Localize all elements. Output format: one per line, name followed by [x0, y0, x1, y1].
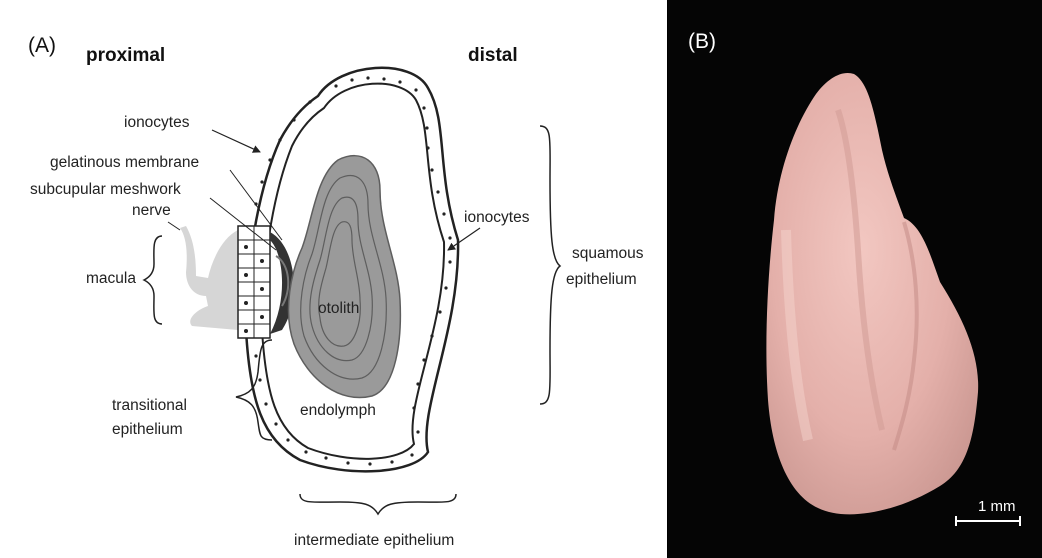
leader-nerve — [168, 222, 180, 230]
label-nerve: nerve — [132, 202, 171, 219]
arrow-ionocytes-top — [212, 130, 260, 152]
label-macula: macula — [86, 270, 136, 287]
label-endolymph: endolymph — [300, 402, 376, 419]
label-otolith: otolith — [318, 300, 359, 317]
heading-distal: distal — [468, 45, 518, 66]
scale-bar-label: 1 mm — [978, 498, 1016, 515]
otolith-photo-shape — [766, 73, 978, 514]
label-subcupular-meshwork: subcupular meshwork — [30, 181, 181, 198]
sensory-epithelium — [238, 226, 270, 338]
saccule-diagram: proximal distal — [0, 0, 668, 558]
panel-a-diagram: (A) proximal distal — [0, 0, 668, 558]
panel-b-photo: (B) 1 mm — [668, 0, 1042, 558]
brace-squamous — [540, 126, 560, 404]
label-ionocytes-right: ionocytes — [464, 209, 530, 226]
heading-proximal: proximal — [86, 45, 165, 66]
label-ionocytes-top: ionocytes — [124, 114, 190, 131]
brace-intermediate — [300, 494, 456, 514]
otolith-photo: 1 mm — [668, 0, 1042, 558]
label-transitional-2: epithelium — [112, 421, 183, 438]
label-squamous-1: squamous — [572, 245, 644, 262]
macula-nerve-shape — [180, 226, 238, 330]
label-gelatinous-membrane: gelatinous membrane — [50, 154, 199, 171]
label-squamous-2: epithelium — [566, 271, 637, 288]
brace-macula — [144, 236, 162, 324]
label-transitional-1: transitional — [112, 397, 187, 414]
label-intermediate-epithelium: intermediate epithelium — [294, 532, 454, 549]
